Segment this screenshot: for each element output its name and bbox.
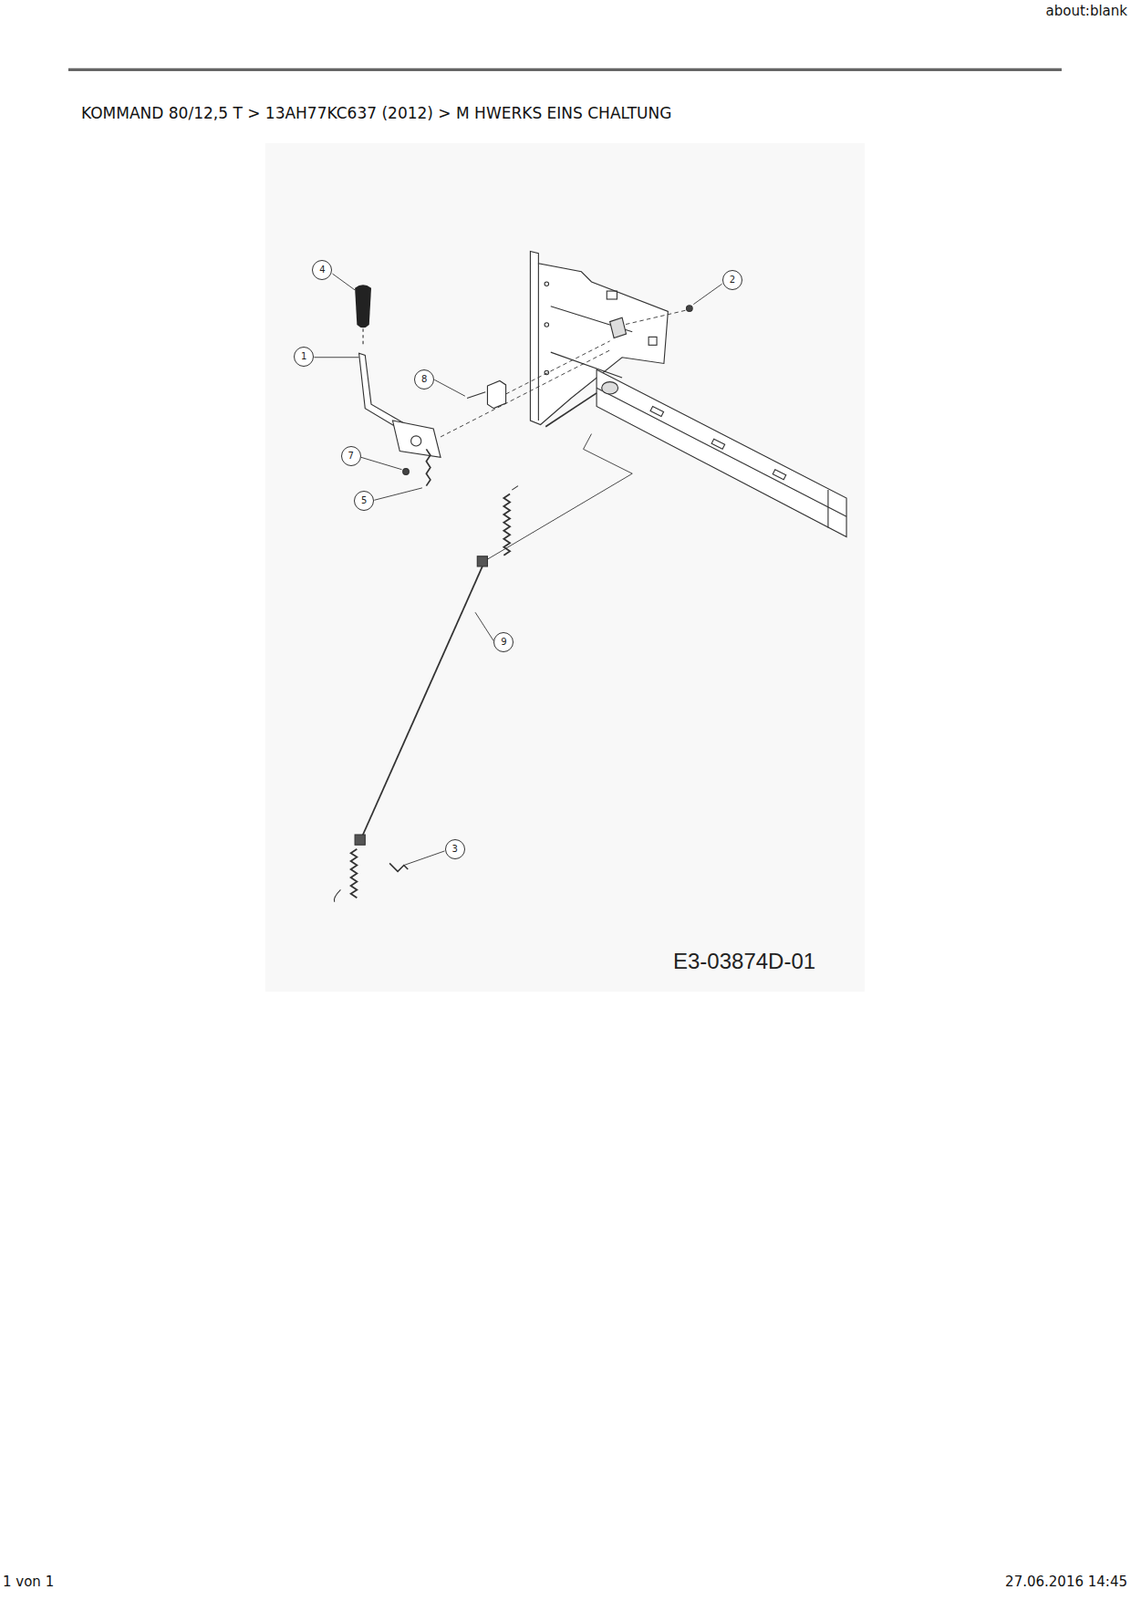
header-rule (68, 68, 1062, 72)
callout-number: 9 (500, 637, 507, 647)
leader-lines (313, 273, 722, 866)
callout-circle: 3 (445, 839, 466, 860)
lever (359, 352, 441, 486)
page-count: 1 von 1 (2, 1573, 54, 1590)
knob-axis (362, 328, 364, 345)
callout-circle: 9 (493, 632, 514, 653)
callout-number: 2 (729, 275, 736, 285)
callout-circle: 8 (414, 369, 435, 390)
callout-number: 3 (451, 844, 457, 854)
callout-circle: 7 (341, 446, 362, 467)
callout-number: 1 (300, 352, 307, 362)
callout-circle: 1 (293, 346, 314, 367)
callout-circle: 5 (353, 490, 374, 511)
lever-knob (354, 284, 372, 328)
assembly-lines (440, 310, 685, 437)
figure-code: E3-03874D-01 (673, 948, 816, 975)
browser-header: about:blank (1046, 2, 1128, 20)
bolt-and-block (403, 305, 694, 476)
callout-number: 7 (347, 451, 353, 461)
callout-circle: 2 (722, 269, 743, 291)
cable (333, 486, 519, 903)
breadcrumb-title: KOMMAND 80/12,5 T > 13AH77KC637 (2012) >… (81, 103, 672, 123)
callout-number: 5 (361, 496, 367, 506)
callout-number: 4 (319, 265, 325, 275)
print-date: 27.06.2016 14:45 (1005, 1573, 1128, 1590)
callout-number: 8 (421, 374, 427, 384)
callout-circle: 4 (311, 259, 333, 281)
cable-bracket-lines (487, 434, 633, 561)
illustration-ground (265, 143, 865, 992)
